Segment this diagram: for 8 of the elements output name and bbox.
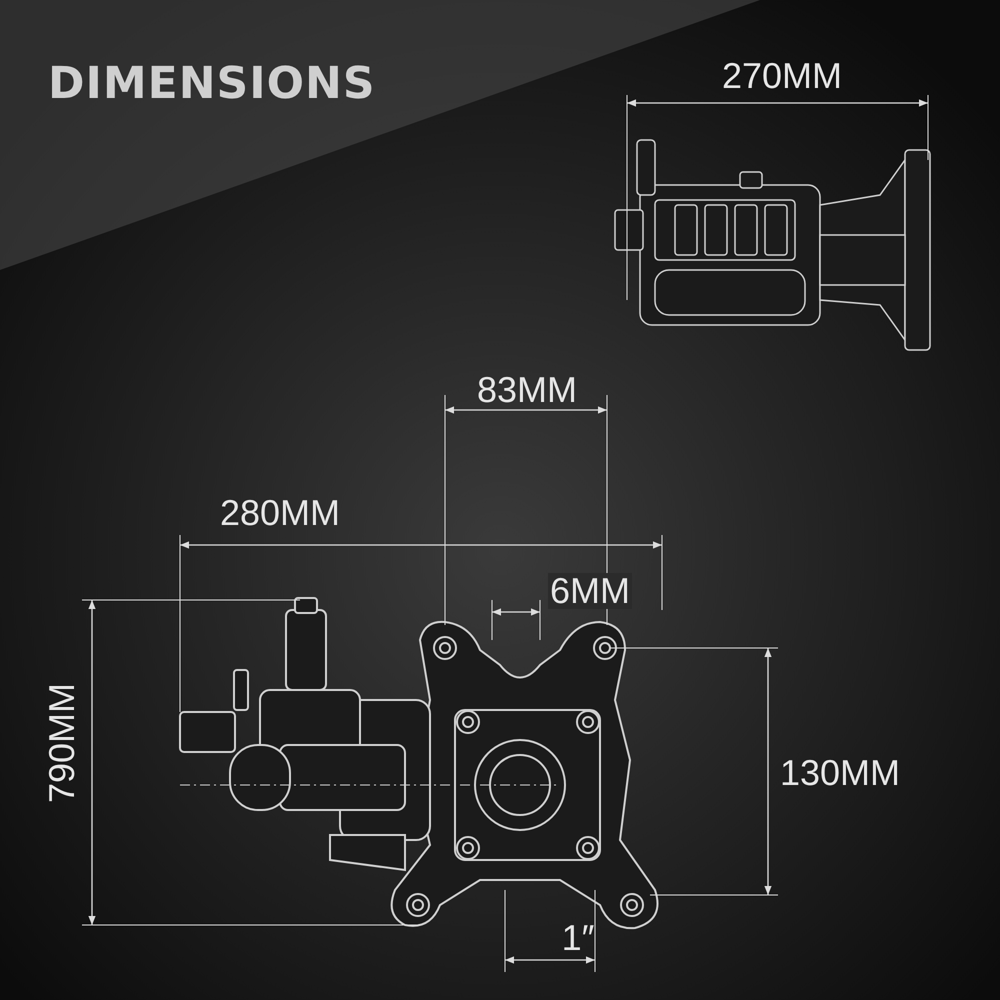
title: DIMENSIONS [48, 62, 376, 106]
dimension-label: 6MM [548, 573, 632, 609]
dimension-label: 270MM [722, 58, 842, 94]
dimension-label: 1″ [562, 920, 594, 956]
dimension-label: 280MM [220, 495, 340, 531]
dimension-label: 130MM [780, 755, 900, 791]
dimension-label: 790MM [44, 682, 80, 804]
dimension-label: 83MM [476, 372, 578, 408]
